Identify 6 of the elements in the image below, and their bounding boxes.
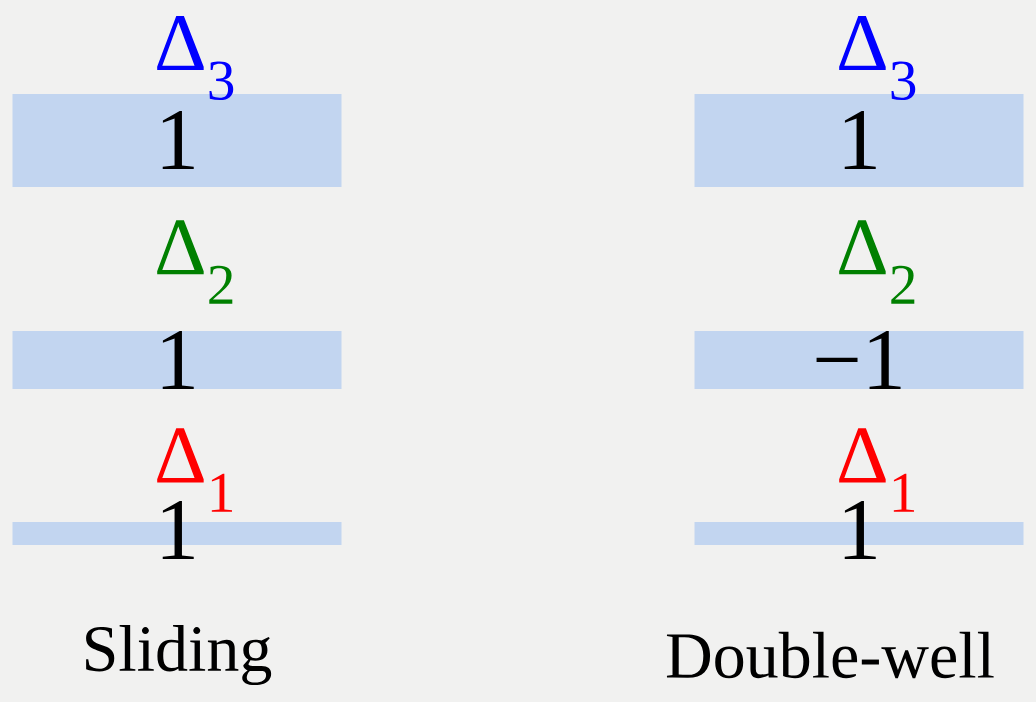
caption: Sliding	[86, 625, 272, 686]
caption: Double-well	[666, 631, 994, 679]
gap-label: Δ$_{2}$	[157, 220, 233, 304]
level-bar: −1	[694, 330, 1024, 390]
gap-label: Δ$_{2}$	[839, 220, 915, 304]
level-bar: 1	[12, 330, 342, 390]
